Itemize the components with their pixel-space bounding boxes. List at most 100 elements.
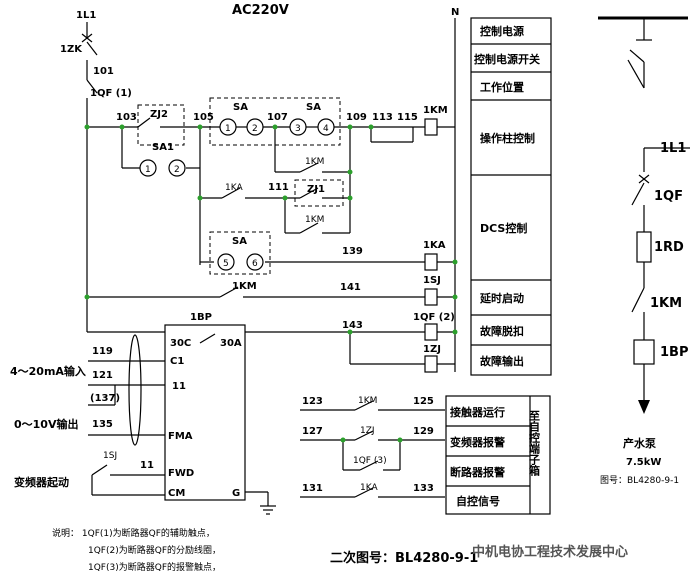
load-power: 7.5kW [626,457,661,468]
sa1-contact-2-num: 2 [174,165,180,175]
sa-contact-6-num: 6 [252,259,258,269]
wire-109: 109 [346,112,367,123]
secondary-drawing-title: 二次图号：BL4280-9-1 [330,550,478,566]
neutral-label: N [451,7,459,18]
function-table [470,17,552,376]
wire-123: 123 [302,396,323,407]
supply-label: AC220V [232,3,289,18]
start-label: 变频器起动 [14,475,69,489]
notes-prefix: 说明： [52,529,80,539]
vfd-term-fwd: FWD [168,468,194,479]
km-signal-label: 1KM [358,396,377,406]
load-name: 产水泵 [623,436,656,450]
ka-coil [424,253,438,271]
fn-control-switch: 控制电源开关 [474,52,540,66]
delay-row [87,286,455,298]
zj-coil-label: 1ZJ [423,344,441,355]
wire-125: 125 [413,396,434,407]
wire-141: 141 [340,282,361,293]
sig-breaker-alarm: 断路器报警 [450,465,505,479]
analog-input-label: 4～20mA输入 [10,364,86,378]
sa-label-3: SA [232,236,247,247]
vfd-term-g: G [232,488,240,499]
ka-coil-label: 1KA [423,240,446,251]
vfd-io-wiring [88,334,165,496]
sa1-contact-1 [139,159,157,177]
wire-113: 113 [372,112,393,123]
wire-143: 143 [342,320,363,331]
sig-contactor-run: 接触器运行 [450,405,505,419]
qf1-label: 1QF (1) [90,88,132,99]
fault-rows [87,331,455,365]
sa-contact-1 [219,118,237,136]
sig-side-label: 至自控端子箱 [528,410,541,477]
sa-label-1: SA [233,102,248,113]
wire-11: 11 [140,460,154,471]
sa-contact-4-num: 4 [323,124,329,134]
km-hold-label: 1KM [305,157,324,167]
sa-contact-2-num: 2 [252,124,258,134]
signal-contacts [300,400,445,498]
fn-fault-output: 故障输出 [480,354,524,368]
wire-137: (137) [90,393,120,404]
zk-label: 1ZK [60,44,83,55]
sa-contact-3-num: 3 [295,124,301,134]
sj-coil [424,288,438,306]
junction-dots [84,124,458,443]
sa-contact-1-num: 1 [225,124,231,134]
analog-output-label: 0～10V输出 [14,417,78,431]
note-2: 1QF(2)为断路器QF的分励线圈， [88,546,221,556]
fn-fault-trip: 故障脱扣 [480,324,524,338]
sa1-label: SA1 [152,142,174,153]
wire-101: 101 [93,66,114,77]
ol-bp-label: 1BP [660,345,688,360]
zj2-label: ZJ2 [150,109,168,120]
fn-work-position: 工作位置 [480,80,524,94]
wire-107: 107 [267,112,288,123]
ol-km-label: 1KM [650,296,682,311]
vfd-label: 1BP [190,312,212,323]
sig-vfd-alarm: 变频器报警 [450,435,505,449]
sj-contact-label: 1SJ [103,451,117,461]
vfd-term-cm: CM [168,488,185,499]
km-coil-label: 1KM [423,105,448,116]
left-feeder [81,22,98,332]
sj-coil-label: 1SJ [423,275,441,286]
km-hold-branch [274,127,351,173]
vfd-term-11: 11 [172,381,186,392]
wire-127: 127 [302,426,323,437]
fn-local-control: 操作柱控制 [480,131,535,145]
vfd-term-c1: C1 [170,356,184,367]
notes-head: 说明： 1QF(1)为断路器QF的辅助触点， [52,526,215,539]
zj1-label: ZJ1 [307,184,325,195]
one-line-diagram [598,16,690,414]
wire-103: 103 [116,112,137,123]
zj-coil [424,355,438,373]
sa-contact-3 [289,118,307,136]
sig-auto-signal: 自控信号 [456,494,500,508]
note-3: 1QF(3)为断路器QF的报警触点， [88,563,221,573]
sa-contact-2 [246,118,264,136]
wire-115: 115 [397,112,418,123]
fn-dcs-control: DCS控制 [480,221,527,235]
qf2-coil-label: 1QF (2) [413,312,455,323]
fn-control-power: 控制电源 [480,24,524,38]
wire-133: 133 [413,483,434,494]
sa-label-2: SA [306,102,321,113]
watermark: 中机电协工程技术发展中心 [472,544,628,560]
sa1-contact-2 [168,159,186,177]
sa-box-bottom [209,231,271,275]
vfd-term-fma: FMA [168,431,193,442]
vfd-box [164,324,246,501]
wire-129: 129 [413,426,434,437]
wire-139: 139 [342,246,363,257]
km-coil [424,118,438,136]
wire-121: 121 [92,370,113,381]
sa-contact-5 [217,253,235,271]
sa-contact-5-num: 5 [223,259,229,269]
ol-qf-label: 1QF [654,189,683,204]
wire-105: 105 [193,112,214,123]
ol-phase-label: 1L1 [660,141,686,156]
ka-contact-label: 1KA [225,183,243,193]
